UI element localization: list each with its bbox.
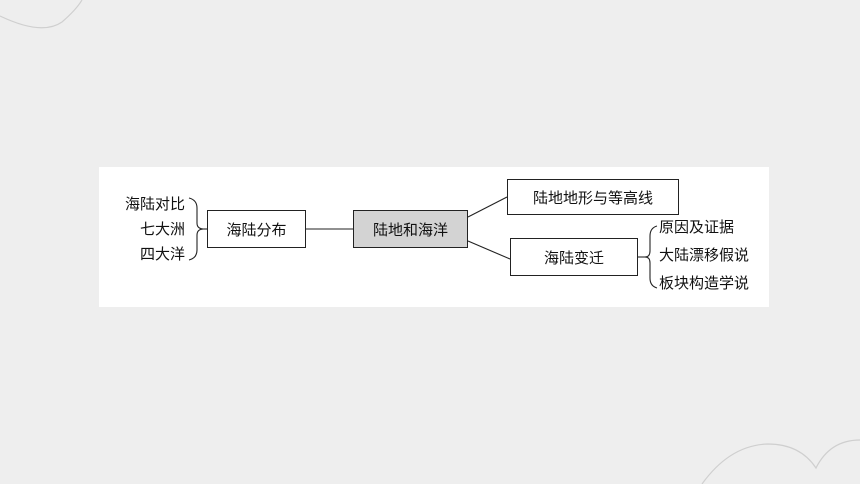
left-brace bbox=[188, 197, 205, 261]
center-to-top-box-line bbox=[467, 196, 508, 218]
top-left-arc bbox=[0, 0, 83, 29]
land-terrain-contour-box: 陆地地形与等高线 bbox=[507, 179, 679, 215]
center-to-bottom-box-line bbox=[467, 240, 511, 260]
right-brace bbox=[644, 225, 658, 289]
sea-land-change-box: 海陆变迁 bbox=[510, 238, 638, 276]
left-item-four-oceans: 四大洋 bbox=[139, 245, 185, 263]
sea-land-distribution-box: 海陆分布 bbox=[207, 210, 306, 248]
mind-map-panel: 海陆对比 七大洲 四大洋 海陆分布 陆地和海洋 陆地地形与等高线 海陆变迁 原因… bbox=[99, 167, 769, 307]
right-item-causes-evidence: 原因及证据 bbox=[659, 218, 735, 236]
central-topic-box: 陆地和海洋 bbox=[353, 210, 468, 248]
right-item-plate-tectonics: 板块构造学说 bbox=[659, 274, 750, 292]
left-item-seven-continents: 七大洲 bbox=[139, 220, 185, 238]
right-item-continental-drift: 大陆漂移假说 bbox=[659, 246, 750, 264]
left-item-sea-land-comparison: 海陆对比 bbox=[124, 195, 185, 213]
bottom-right-arc bbox=[701, 439, 860, 484]
connector-lines bbox=[188, 196, 658, 289]
